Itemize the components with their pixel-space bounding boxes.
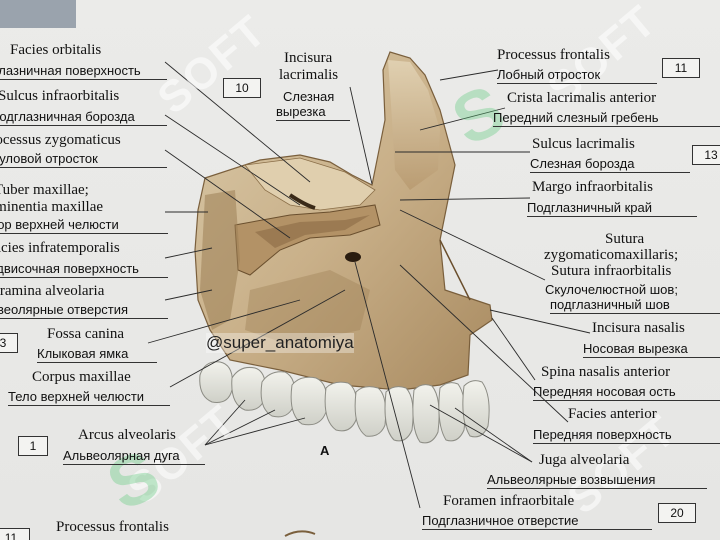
teeth (199, 361, 490, 444)
label-incisura-ru: Слезная (283, 89, 335, 104)
label-processus-zygomaticus: Processus zygomaticus (0, 132, 121, 148)
label-facies-infratemporalis-ru: Подвисочная поверхность (0, 262, 168, 278)
label-sulcus-infraorbitalis-ru: Подглазничная борозда (0, 110, 167, 126)
box-number: 13 (692, 145, 720, 165)
label-sutura-zygomaticomaxillaris: zygomaticomaxillaris; (544, 247, 679, 263)
label-lacrimalis: lacrimalis (279, 67, 339, 83)
label-spina-nasalis: Spina nasalis anterior (541, 364, 671, 380)
label-arcus-alveolaris-ru: Альвеолярная дуга (63, 449, 205, 465)
label-sutura-ru: Скулочелюстной шов; (545, 282, 678, 297)
label-facies-orbitalis: Facies orbitalis (10, 42, 102, 58)
label-sulcus-lacrimalis: Sulcus lacrimalis (532, 136, 635, 152)
label-foramen-infraorbitale: Foramen infraorbitale (443, 493, 575, 509)
label-facies-infratemporalis: Facies infratemporalis (0, 240, 120, 256)
box-number: 3 (0, 333, 18, 353)
label-incisura-ru-2: вырезка (276, 105, 350, 121)
label-margo-infraorbitalis: Margo infraorbitalis (532, 179, 653, 195)
label-foramina-alveolaria-ru: Альвеолярные отверстия (0, 303, 168, 319)
label-tuber-maxillae: Tuber maxillae; (0, 182, 89, 198)
figure-letter: А (320, 443, 330, 458)
label-tuber-maxillae-ru: Бугор верхней челюсти (0, 218, 168, 234)
label-juga-alveolaria: Juga alveolaria (539, 452, 630, 468)
label-foramen-infraorbitale-ru: Подглазничное отверстие (422, 514, 652, 530)
label-sulcus-lacrimalis-ru: Слезная борозда (530, 157, 690, 173)
credit-text: @super_anatomiya (206, 333, 354, 353)
box-number: 11 (662, 58, 700, 78)
label-eminentia-maxillae: Eminentia maxillae (0, 199, 104, 215)
label-facies-anterior: Facies anterior (568, 406, 657, 422)
label-margo-infraorbitalis-ru: Подглазничный край (527, 201, 697, 217)
leader-lines (147, 61, 591, 509)
label-fossa-canina: Fossa canina (47, 326, 125, 342)
label-arcus-alveolaris: Arcus alveolaris (78, 427, 176, 443)
label-sutura: Sutura (605, 231, 645, 247)
label-sulcus-infraorbitalis: Sulcus infraorbitalis (0, 88, 120, 104)
label-incisura: Incisura (284, 50, 333, 66)
label-juga-alveolaria-ru: Альвеолярные возвышения (487, 473, 707, 489)
box-number: 11 (0, 528, 30, 540)
label-processus-frontalis-ru: Лобный отросток (497, 68, 657, 84)
label-sutura-ru-2: подглазничный шов (550, 298, 720, 314)
top-left-corner-fragment (0, 0, 76, 28)
label-processus-zygomaticus-ru: Скуловой отросток (0, 152, 167, 168)
label-crista-lacrimalis-ru: Передний слезный гребень (493, 111, 720, 127)
label-fossa-canina-ru: Клыковая ямка (37, 347, 157, 363)
box-number: 20 (658, 503, 696, 523)
label-incisura-nasalis-ru: Носовая вырезка (583, 342, 720, 358)
label-facies-anterior-ru: Передняя поверхность (533, 428, 720, 444)
label-sutura-infraorbitalis: Sutura infraorbitalis (551, 263, 672, 279)
label-next-processus-frontalis: Processus frontalis (56, 519, 169, 535)
label-crista-lacrimalis: Crista lacrimalis anterior (507, 90, 657, 106)
label-spina-nasalis-ru: Передняя носовая ость (533, 385, 720, 401)
label-foramina-alveolaria: Foramina alveolaria (0, 283, 105, 299)
label-incisura-nasalis: Incisura nasalis (592, 320, 685, 336)
label-corpus-maxillae: Corpus maxillae (32, 369, 131, 385)
label-processus-frontalis: Processus frontalis (497, 47, 610, 63)
box-number: 10 (223, 78, 261, 98)
box-number: 1 (18, 436, 48, 456)
label-corpus-maxillae-ru: Тело верхней челюсти (8, 390, 170, 406)
label-facies-orbitalis-ru: Глазничная поверхность (0, 64, 167, 80)
